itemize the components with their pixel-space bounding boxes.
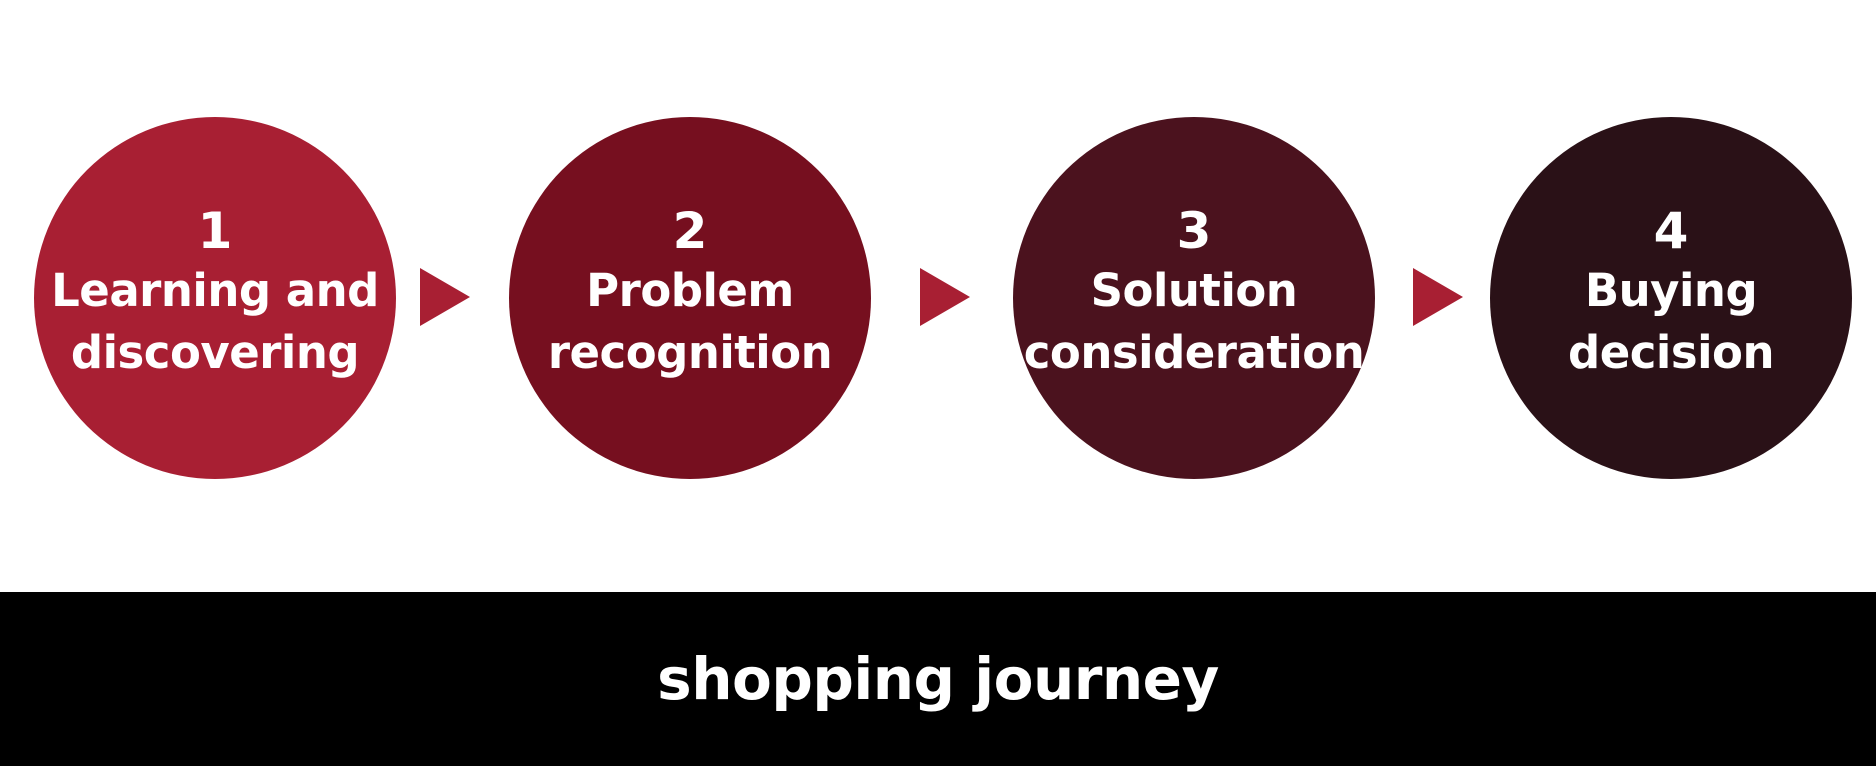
step-label: Buying decision [1568, 264, 1775, 379]
step-number: 3 [1176, 202, 1212, 260]
step-circle-buying-decision: 4 Buying decision [1490, 117, 1852, 479]
arrow-right-icon [420, 268, 470, 326]
step-circle-solution-consideration: 3 Solution consideration [1013, 117, 1375, 479]
footer-title: shopping journey [657, 645, 1219, 713]
step-circle-problem-recognition: 2 Problem recognition [509, 117, 871, 479]
step-circle-learning-and-discovering: 1 Learning and discovering [34, 117, 396, 479]
journey-diagram: 1 Learning and discovering 2 Problem rec… [34, 117, 1852, 479]
footer-bar: shopping journey [0, 592, 1876, 766]
arrow-right-icon [1413, 268, 1463, 326]
step-number: 1 [197, 202, 233, 260]
step-number: 2 [672, 202, 708, 260]
arrow-right-icon [920, 268, 970, 326]
step-label: Learning and discovering [51, 264, 379, 379]
step-label: Problem recognition [547, 264, 833, 379]
step-label: Solution consideration [1023, 264, 1365, 379]
step-number: 4 [1653, 202, 1689, 260]
